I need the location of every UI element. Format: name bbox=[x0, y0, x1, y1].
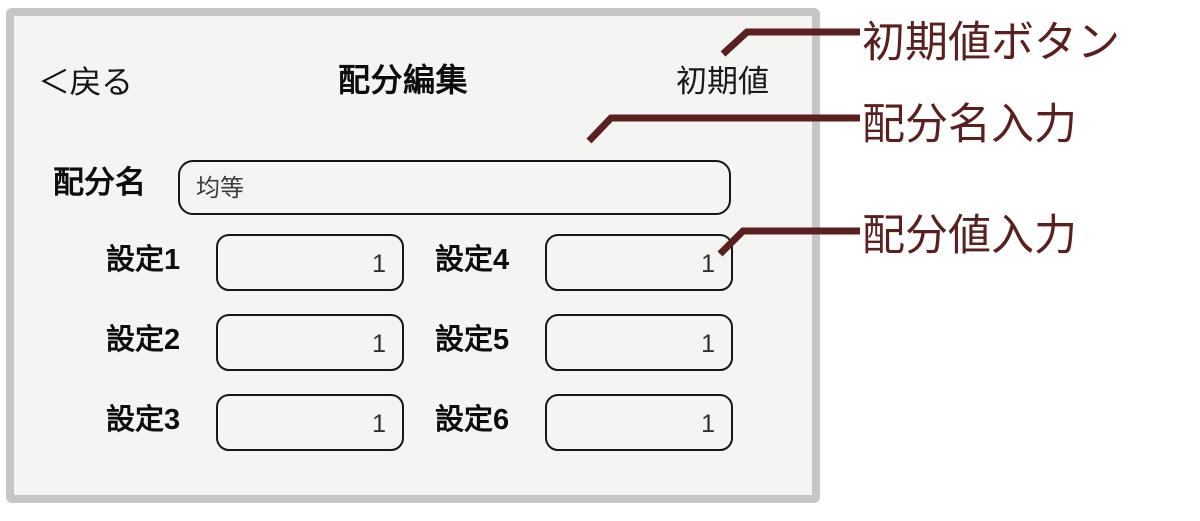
allocation-name-row: 配分名 均等 bbox=[14, 153, 812, 217]
page-title: 配分編集 bbox=[337, 62, 468, 98]
setting-value-6: 1 bbox=[701, 410, 715, 438]
annotation-reset-button: 初期値ボタン bbox=[862, 19, 1120, 67]
setting-value-5: 1 bbox=[701, 330, 715, 358]
app-header: ＜戻る 配分編集 初期値 bbox=[14, 16, 812, 124]
annotation-name-input: 配分名入力 bbox=[862, 101, 1077, 149]
allocation-name-input[interactable]: 均等 bbox=[178, 160, 731, 215]
setting-label-2: 設定2 bbox=[106, 324, 181, 356]
annotation-value-input: 配分値入力 bbox=[862, 212, 1077, 260]
setting-label-3: 設定3 bbox=[106, 404, 181, 436]
setting-value-1: 1 bbox=[372, 250, 386, 278]
allocation-values-grid: 設定1 1 設定2 1 設定3 1 設定4 1 設定5 1 bbox=[14, 228, 812, 468]
setting-label-1: 設定1 bbox=[106, 244, 181, 276]
setting-value-input-6[interactable]: 1 bbox=[545, 394, 733, 451]
app-panel: ＜戻る 配分編集 初期値 配分名 均等 設定1 1 設定2 1 設定3 1 bbox=[6, 8, 820, 503]
setting-label-5: 設定5 bbox=[435, 324, 510, 356]
setting-value-input-5[interactable]: 1 bbox=[545, 314, 733, 371]
setting-value-2: 1 bbox=[372, 330, 386, 358]
setting-value-input-3[interactable]: 1 bbox=[216, 394, 404, 451]
setting-value-4: 1 bbox=[701, 250, 715, 278]
allocation-name-label: 配分名 bbox=[53, 165, 146, 200]
setting-label-6: 設定6 bbox=[435, 404, 510, 436]
back-button[interactable]: ＜戻る bbox=[38, 64, 133, 100]
allocation-name-input-value: 均等 bbox=[196, 175, 244, 202]
setting-value-input-4[interactable]: 1 bbox=[545, 234, 733, 291]
setting-value-input-1[interactable]: 1 bbox=[216, 234, 404, 291]
setting-label-4: 設定4 bbox=[435, 244, 510, 276]
setting-value-3: 1 bbox=[372, 410, 386, 438]
setting-value-input-2[interactable]: 1 bbox=[216, 314, 404, 371]
reset-default-button[interactable]: 初期値 bbox=[676, 64, 769, 99]
